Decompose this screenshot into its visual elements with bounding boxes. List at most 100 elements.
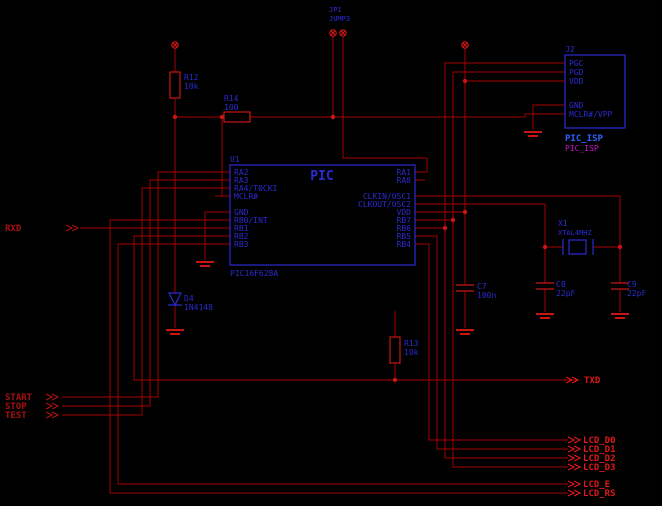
pic-pin-rb2: RB2: [234, 232, 249, 241]
ground-symbol[interactable]: [455, 329, 475, 335]
net-label-lcd-d0[interactable]: LCD_D0: [567, 436, 616, 446]
jumper-jp1[interactable]: JP1 JUMP3: [329, 6, 350, 23]
open-pin-icon[interactable]: [329, 29, 337, 37]
capacitor-c7[interactable]: C7 100n: [456, 282, 496, 300]
ground-symbol[interactable]: [610, 313, 630, 319]
chevron-arrow-icon: [565, 376, 580, 384]
pic-pin-rb3: RB3: [234, 240, 249, 249]
ground-symbol[interactable]: [523, 131, 543, 137]
isp-name: PIC_ISP: [565, 134, 604, 144]
diode-d4[interactable]: D4 1N4148: [168, 292, 213, 312]
pic-pin-stubs: [215, 171, 425, 245]
pic-pin-rb7: RB7: [397, 216, 412, 225]
pic-part: PIC16F628A: [230, 269, 278, 278]
resistor-r13[interactable]: R13 10k: [389, 336, 419, 364]
jumper-ref: JP1: [329, 6, 342, 14]
net-label-rxd[interactable]: RXD: [5, 224, 80, 234]
chevron-arrow-icon: [567, 463, 582, 471]
net-wires[interactable]: [62, 36, 621, 494]
isp-pin-gnd: GND: [569, 101, 584, 110]
svg-text:LCD_D0: LCD_D0: [583, 436, 616, 446]
isp-pin-stubs: [550, 62, 565, 115]
capacitor-value: 22pF: [556, 289, 575, 298]
capacitor-ref: C9: [627, 280, 637, 289]
capacitor-c8[interactable]: C8 22pF: [536, 280, 575, 298]
capacitor-ref: C8: [556, 280, 566, 289]
isp-connector[interactable]: J2 PGC PGD VDD GND MCLR#/VPP PIC_ISP PIC…: [564, 45, 626, 153]
open-pin-icon[interactable]: [339, 29, 347, 37]
capacitor-ref: C7: [477, 282, 487, 291]
pic-pin-ra4: RA4/T0CKI: [234, 184, 278, 193]
pic-pin-mclr: MCLR#: [234, 192, 258, 201]
resistor-value: 10k: [404, 348, 419, 357]
resistor-r12[interactable]: R12 10k: [169, 71, 199, 99]
svg-text:LCD_D2: LCD_D2: [583, 454, 616, 464]
chevron-arrow-icon: [567, 445, 582, 453]
ground-symbol[interactable]: [535, 313, 555, 319]
resistor-r14[interactable]: R14 100: [223, 94, 251, 123]
net-label-stop[interactable]: STOP: [5, 402, 60, 412]
crystal-x1[interactable]: X1 XTAL4MHZ: [558, 219, 594, 255]
junction-dots: [172, 78, 623, 383]
pic-pin-gnd: GND: [234, 208, 249, 217]
pic-pin-ra2: RA2: [234, 168, 249, 177]
isp-value: PIC_ISP: [565, 144, 599, 153]
pic-pin-rb6: RB6: [397, 224, 412, 233]
chevron-arrow-icon: [567, 489, 582, 497]
svg-text:LCD_D1: LCD_D1: [583, 445, 616, 455]
chevron-arrow-icon: [45, 402, 60, 410]
chevron-arrow-icon: [567, 454, 582, 462]
pic-pin-osc1: CLKIN/OSC1: [363, 192, 411, 201]
net-label-test[interactable]: TEST: [5, 411, 60, 421]
pic-pin-rb4: RB4: [397, 240, 412, 249]
pic-title: PIC: [310, 169, 333, 184]
net-label-lcd-rs[interactable]: LCD_RS: [567, 489, 616, 499]
net-label-start[interactable]: START: [5, 393, 60, 403]
chevron-arrow-icon: [567, 436, 582, 444]
open-pin-icon[interactable]: [171, 41, 179, 49]
resistor-ref: R12: [184, 73, 199, 82]
crystal-ref: X1: [558, 219, 568, 228]
net-label-lcd-d3[interactable]: LCD_D3: [567, 463, 616, 473]
capacitor-value: 100n: [477, 291, 496, 300]
svg-text:LCD_E: LCD_E: [583, 480, 610, 490]
net-label-txd[interactable]: TXD: [565, 376, 601, 386]
pic-pin-ra3: RA3: [234, 176, 249, 185]
svg-text:LCD_RS: LCD_RS: [583, 489, 616, 499]
chevron-arrow-icon: [567, 480, 582, 488]
ground-symbol[interactable]: [195, 261, 215, 267]
svg-text:STOP: STOP: [5, 402, 27, 412]
jumper-value: JUMP3: [329, 15, 350, 23]
resistor-value: 10k: [184, 82, 199, 91]
net-label-lcd-d2[interactable]: LCD_D2: [567, 454, 616, 464]
svg-text:RXD: RXD: [5, 224, 22, 234]
resistor-value: 100: [224, 103, 239, 112]
isp-pin-pgc: PGC: [569, 59, 584, 68]
pic-ref: U1: [230, 155, 240, 164]
pic-pin-rb0: RB0/INT: [234, 216, 268, 225]
chevron-arrow-icon: [45, 393, 60, 401]
net-label-lcd-e[interactable]: LCD_E: [567, 480, 610, 490]
open-pin-icon[interactable]: [461, 41, 469, 49]
resistor-ref: R14: [224, 94, 239, 103]
isp-pin-pgd: PGD: [569, 68, 584, 77]
capacitor-value: 22pF: [627, 289, 646, 298]
diode-value: 1N4148: [184, 303, 213, 312]
pic-pin-rb1: RB1: [234, 224, 249, 233]
ground-symbol[interactable]: [165, 329, 185, 335]
pic-pin-ra1: RA1: [397, 168, 412, 177]
pic-pin-rb5: RB5: [397, 232, 412, 241]
isp-pin-mclr: MCLR#/VPP: [569, 110, 613, 119]
svg-text:TEST: TEST: [5, 411, 27, 421]
resistor-ref: R13: [404, 339, 419, 348]
pic-pin-ra0: RA0: [397, 176, 412, 185]
chevron-arrow-icon: [65, 224, 80, 232]
capacitor-c9[interactable]: C9 22pF: [611, 280, 646, 298]
svg-text:TXD: TXD: [584, 376, 601, 386]
net-label-lcd-d1[interactable]: LCD_D1: [567, 445, 616, 455]
pic-mcu[interactable]: U1 PIC PIC16F628A RA2 RA3 RA4/T0CKI MCLR…: [229, 155, 416, 278]
isp-pin-vdd: VDD: [569, 77, 584, 86]
svg-text:LCD_D3: LCD_D3: [583, 463, 616, 473]
